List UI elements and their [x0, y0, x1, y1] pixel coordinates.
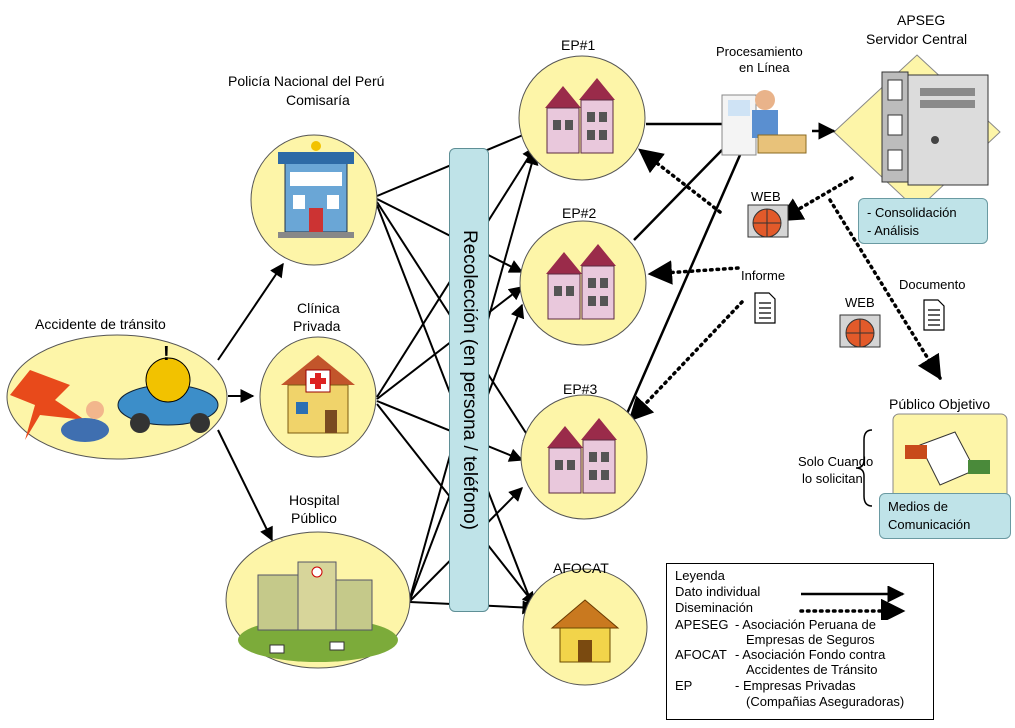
document-icon [754, 292, 776, 324]
legend-diseminacion: Diseminación [675, 600, 754, 615]
hospital-label-line1: Hospital [289, 492, 340, 508]
document-icon-2 [923, 299, 945, 331]
media-line1: Medios de [888, 499, 948, 514]
legend-ep-def1: - Empresas Privadas [735, 678, 856, 693]
informe-label: Informe [741, 268, 786, 283]
ep3-label: EP#3 [563, 381, 598, 397]
processing-label-line2: en Línea [739, 60, 790, 75]
dissemination-arrows [628, 148, 942, 422]
police-station-icon [278, 141, 354, 238]
web-globe-icon-2 [839, 314, 881, 348]
svg-text:!: ! [163, 343, 170, 365]
consolidacion-text: - Consolidación [867, 205, 957, 220]
legend-apeseg-abbr: APESEG [675, 617, 729, 632]
solo-cuando-line1: Solo Cuando [798, 454, 874, 469]
documento-label: Documento [899, 277, 966, 292]
accident-arrows [217, 262, 284, 542]
legend-apeseg-def1: - Asociación Peruana de [735, 617, 876, 632]
legend-afocat-abbr: AFOCAT [675, 647, 727, 662]
accident-icon: ! [10, 343, 219, 442]
accident-label: Accidente de tránsito [35, 316, 166, 332]
legend-ep-def2: (Compañias Aseguradoras) [746, 694, 905, 709]
operator-icon [721, 90, 807, 156]
clinic-label-line1: Clínica [297, 300, 340, 316]
web-label-1: WEB [751, 189, 781, 204]
handshake-icon [905, 431, 990, 486]
legend-line-samples [799, 586, 906, 620]
analisis-text: - Análisis [867, 223, 920, 238]
afocat-label: AFOCAT [553, 560, 609, 576]
ep-building-icons [545, 78, 617, 494]
police-label-line2: Comisaría [286, 92, 350, 108]
police-label-line1: Policía Nacional del Perú [228, 73, 385, 89]
solo-cuando-line2: lo solicitan [802, 471, 863, 486]
media-line2: Comunicación [888, 517, 971, 532]
legend-title: Leyenda [675, 568, 725, 583]
clinic-icon [281, 355, 355, 434]
media-box: Medios de Comunicación [879, 493, 1011, 539]
server-icon [881, 71, 989, 186]
legend-apeseg-def2: Empresas de Seguros [746, 632, 875, 647]
collection-bar: Recolección (en persona / teléfono) [449, 148, 489, 612]
apseg-label-line2: Servidor Central [866, 31, 968, 47]
legend-afocat-def2: Accidentes de Tránsito [746, 662, 878, 677]
hospital-label-line2: Público [291, 510, 337, 526]
apseg-analysis-box: - Consolidación - Análisis [858, 198, 988, 244]
legend: Leyenda Dato individual Diseminación APE… [666, 563, 934, 720]
ep1-label: EP#1 [561, 37, 596, 53]
legend-ep-abbr: EP [675, 678, 693, 693]
afocat-house-icon [550, 599, 620, 663]
ep2-label: EP#2 [562, 205, 597, 221]
legend-dato: Dato individual [675, 584, 761, 599]
clinic-label-line2: Privada [293, 318, 341, 334]
processing-label-line1: Procesamiento [716, 44, 803, 59]
apseg-label-line1: APSEG [897, 12, 946, 28]
web-globe-icon [747, 204, 789, 238]
hospital-icon [238, 561, 398, 662]
data-arrows [620, 122, 836, 426]
web-label-2: WEB [845, 295, 875, 310]
brace [855, 429, 873, 507]
legend-afocat-def1: - Asociación Fondo contra [735, 647, 886, 662]
publico-label: Público Objetivo [889, 396, 991, 412]
